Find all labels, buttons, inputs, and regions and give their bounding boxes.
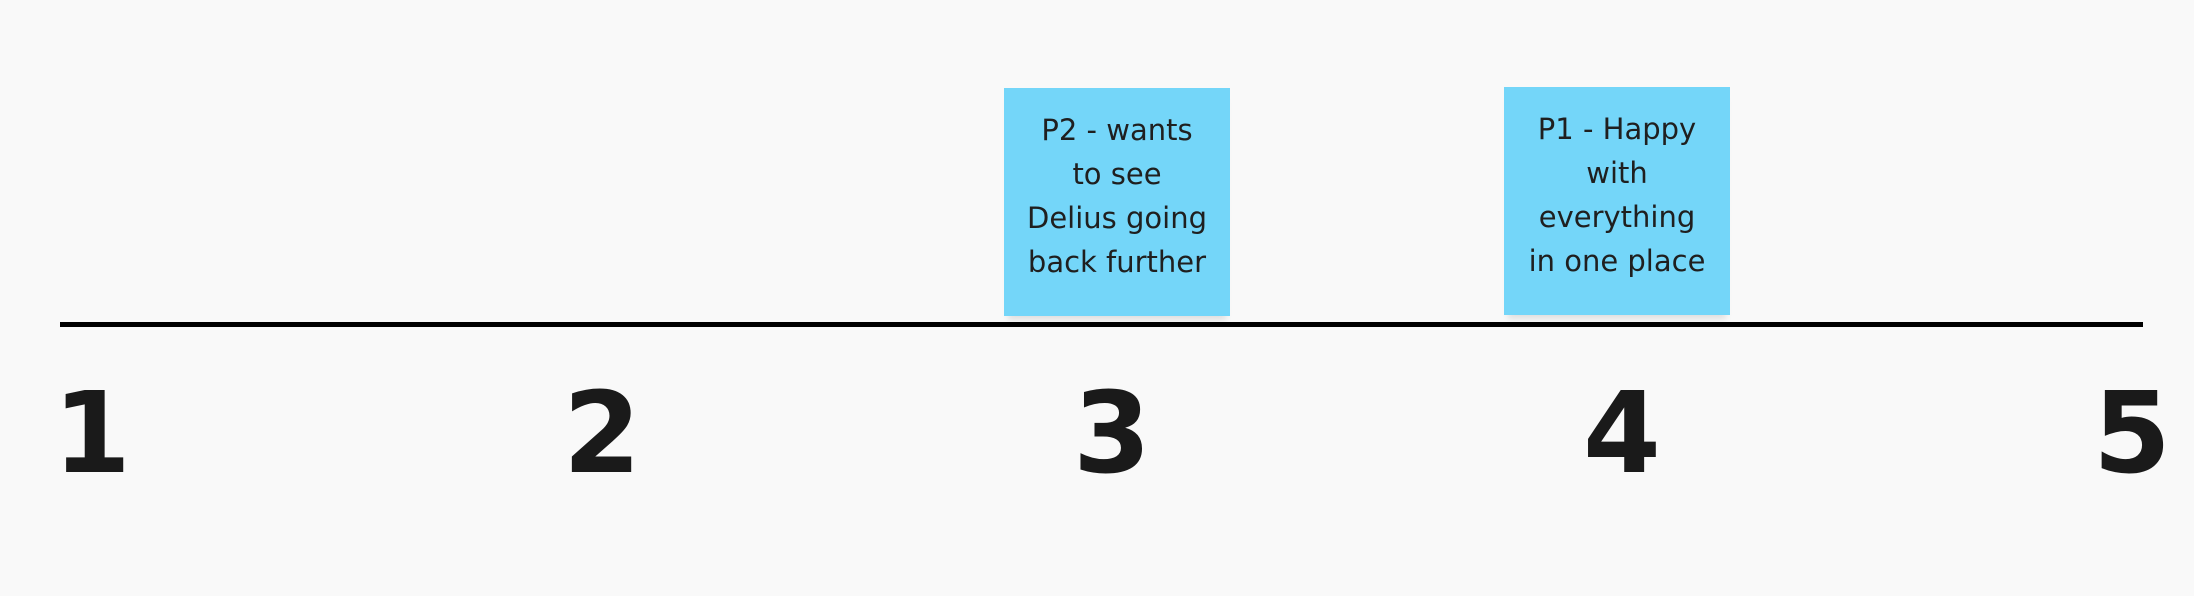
sticky-note-p2[interactable]: P2 - wants to see Delius going back furt… xyxy=(1004,88,1230,316)
scale-tick-5: 5 xyxy=(2093,369,2171,499)
sticky-note-text: P1 - Happy with everything in one place xyxy=(1528,112,1706,278)
scale-tick-1: 1 xyxy=(53,369,131,499)
scale-tick-2: 2 xyxy=(563,369,641,499)
scale-tick-3: 3 xyxy=(1073,369,1151,499)
scale-line xyxy=(60,322,2143,327)
scale-tick-4: 4 xyxy=(1583,369,1661,499)
sticky-note-p1[interactable]: P1 - Happy with everything in one place xyxy=(1504,87,1730,315)
sticky-note-text: P2 - wants to see Delius going back furt… xyxy=(1027,113,1207,279)
